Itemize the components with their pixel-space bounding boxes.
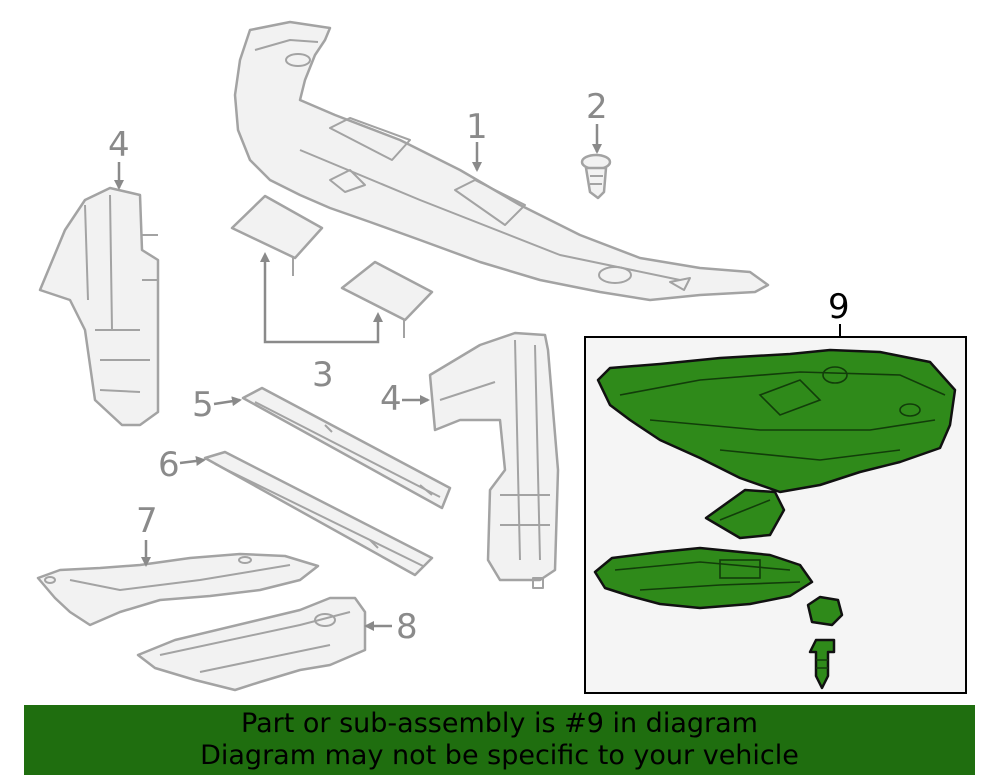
svg-text:2: 2 xyxy=(586,87,608,127)
part-2-clip xyxy=(580,153,612,200)
callout-9: 9 xyxy=(828,287,850,337)
part-5-seal-strip xyxy=(241,386,452,510)
svg-text:9: 9 xyxy=(828,287,850,327)
callout-3: 3 xyxy=(260,252,383,395)
banner-line-2: Diagram may not be specific to your vehi… xyxy=(200,740,799,771)
part-1-radiator-support-cover xyxy=(233,20,770,302)
svg-text:7: 7 xyxy=(136,501,158,541)
part-3-seals xyxy=(230,194,434,338)
part-4-right-air-guide xyxy=(428,331,560,589)
part-8-under-cover xyxy=(136,596,367,692)
part-6-seal-strip xyxy=(203,450,434,577)
svg-text:4: 4 xyxy=(108,125,130,165)
callout-1: 1 xyxy=(466,107,488,172)
svg-text:1: 1 xyxy=(466,107,488,147)
svg-text:4: 4 xyxy=(380,379,402,419)
callout-4-left: 4 xyxy=(108,125,130,190)
svg-text:5: 5 xyxy=(192,385,214,425)
part-9-engine-under-cover-assembly xyxy=(593,348,957,690)
callout-6: 6 xyxy=(158,445,206,485)
callout-5: 5 xyxy=(192,385,242,425)
callout-7: 7 xyxy=(136,501,158,567)
info-banner: Part or sub-assembly is #9 in diagram Di… xyxy=(24,705,975,775)
part-7-under-cover-bracket xyxy=(36,552,320,627)
callout-4-right: 4 xyxy=(380,379,430,419)
callout-8: 8 xyxy=(364,607,418,647)
callout-2: 2 xyxy=(586,87,608,154)
part-4-left-air-guide xyxy=(38,186,160,427)
svg-text:6: 6 xyxy=(158,445,180,485)
svg-text:3: 3 xyxy=(312,355,334,395)
svg-text:8: 8 xyxy=(396,607,418,647)
banner-line-1: Part or sub-assembly is #9 in diagram xyxy=(241,708,758,739)
